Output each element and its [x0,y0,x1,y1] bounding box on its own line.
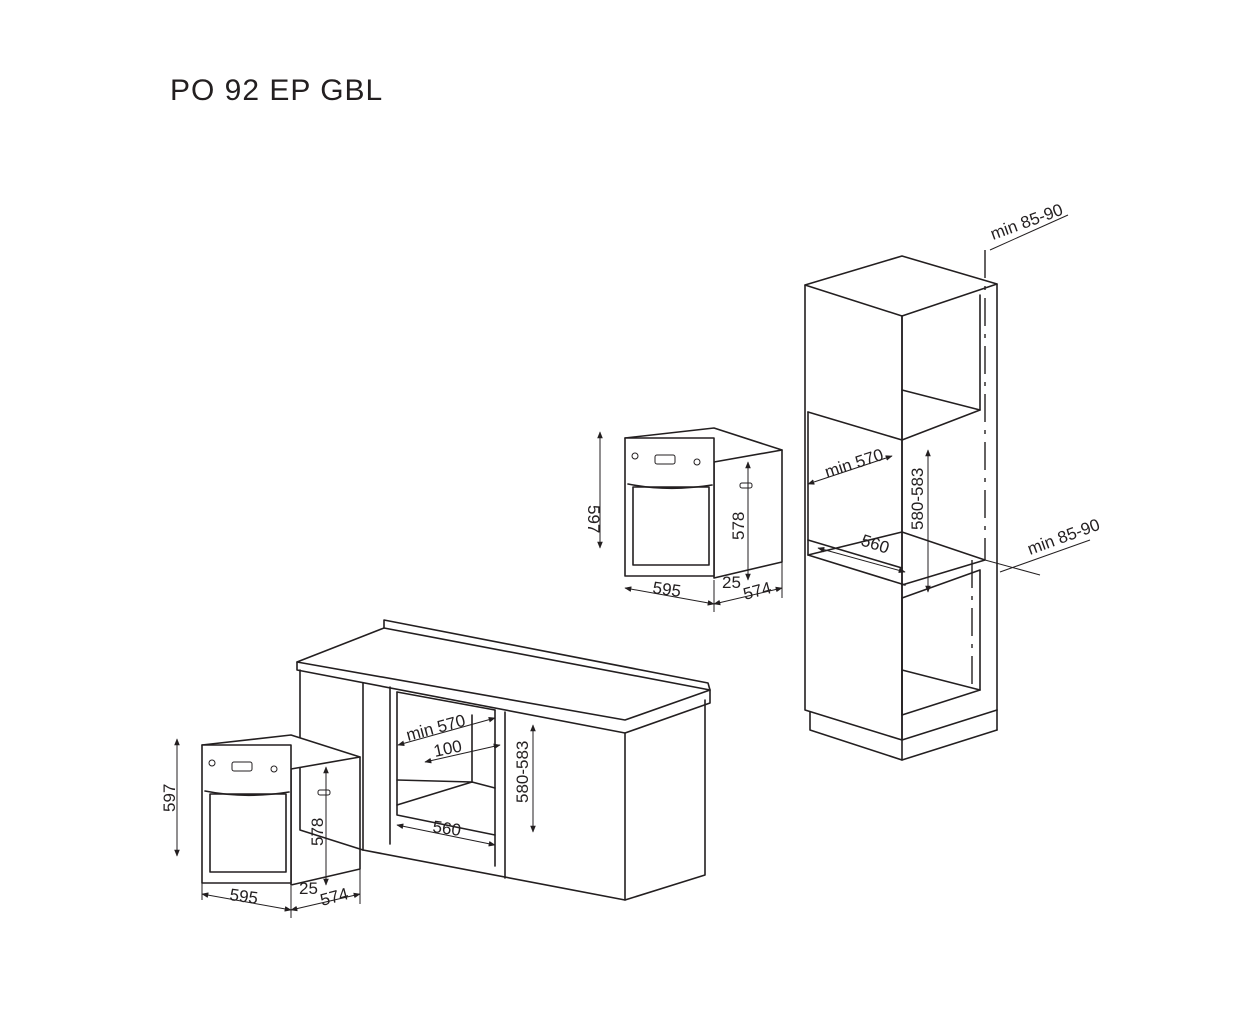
counter-niche-height-label: 580-583 [513,741,532,803]
oven-upper [624,427,783,579]
lower-oven-height-label: 597 [160,784,179,812]
base-cabinet [296,619,711,901]
model-title: PO 92 EP GBL [170,74,384,107]
upper-oven-width-label: 595 [651,578,682,601]
lower-oven-front-depth-label: 25 [299,879,318,898]
upper-oven-height-label: 597 [584,505,603,533]
counter-niche-depth-label: 560 [431,817,462,840]
lower-oven-body-height-label: 578 [308,818,327,846]
upper-oven-body-height-label: 578 [729,512,748,540]
column-top-vent-label: min 85-90 [988,200,1066,244]
lower-oven-body-depth-label: 574 [318,884,350,910]
oven-lower [201,734,361,886]
tall-cabinet [804,250,1041,761]
column-niche-width-label: min 570 [822,445,885,482]
upper-oven-body-depth-label: 574 [741,578,773,604]
upper-oven-front-depth-label: 25 [722,573,741,592]
column-niche-height-label: 580-583 [908,468,927,530]
lower-oven-width-label: 595 [228,885,259,908]
counter-rear-gap-label: 100 [432,736,464,760]
column-niche-depth-label: 560 [859,531,892,558]
column-bottom-vent-label: min 85-90 [1025,515,1103,559]
